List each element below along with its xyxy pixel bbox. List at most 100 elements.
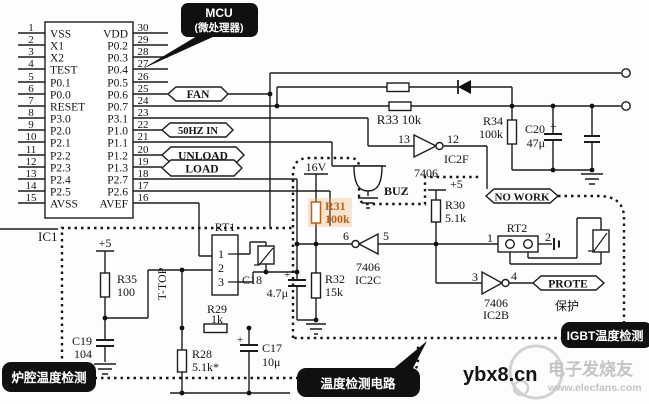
capacitor-c18: + C18 4.7μ <box>242 269 306 300</box>
r29-name: R29 <box>207 302 227 316</box>
c19-name: C19 <box>72 334 92 348</box>
mcu-right-pin-number: 20 <box>138 144 150 156</box>
r32-name: R32 <box>325 272 345 286</box>
terminal-top <box>621 68 631 78</box>
rt1-pin2: 2 <box>218 261 224 275</box>
rt2-pin2: 2 <box>545 230 551 244</box>
mcu-right-pin-number: 25 <box>138 83 150 95</box>
watermark-logo-dot-icon <box>512 379 530 397</box>
c18-plus: + <box>284 269 290 281</box>
c20-name: C20 <box>525 122 545 136</box>
ic2c-pin-out: 6 <box>343 229 349 243</box>
mcu-left-pin-label: X1 <box>50 41 64 53</box>
watermark-url: www.elecfans.com <box>547 382 642 394</box>
watermark-brand: 电子发烧友 <box>548 359 633 379</box>
mcu-left-pin-number: 5 <box>28 71 34 83</box>
r28-value: 5.1k* <box>192 360 219 374</box>
region-label-middle: 温度检测电路 <box>297 341 427 397</box>
ic2b-pin-out: 4 <box>511 269 517 283</box>
rt2-pin1: 1 <box>487 231 493 245</box>
flag-fan: FAN <box>166 86 229 102</box>
c19-value: 104 <box>74 347 92 361</box>
inverter-ic2b: 3 4 7406 IC2B <box>472 269 517 322</box>
mcu-right-pin-label: P3.1 <box>107 114 128 126</box>
r35-name: R35 <box>117 272 137 286</box>
mcu-right-pin-number: 19 <box>138 156 150 168</box>
ic2b-type: 7406 <box>484 296 508 310</box>
flag-no-work: NO WORK <box>484 188 560 204</box>
flag-fan-label: FAN <box>187 89 210 101</box>
capacitor-c17: + C17 10μ <box>237 334 282 369</box>
mcu-right-pin-label: P1.2 <box>107 151 128 163</box>
flag-no-work-label: NO WORK <box>494 192 550 204</box>
mcu-left-pin-number: 14 <box>26 180 38 192</box>
c17-plus: + <box>237 334 243 346</box>
mcu-left-pin-number: 3 <box>28 46 34 58</box>
mcu-left-pin-label: P2.4 <box>50 175 71 187</box>
protect-label: 保护 <box>555 299 579 313</box>
flag-prote: PROTE <box>531 275 606 291</box>
mcu-right-pin-number: 22 <box>138 119 149 131</box>
t-top-label: T-TOP <box>155 267 169 300</box>
mcu-right-pin-label: P0.2 <box>107 41 128 53</box>
mcu-right-pin-label: P2.6 <box>107 187 128 199</box>
ic2f-pin-in: 13 <box>398 132 410 146</box>
region-left-boundary <box>60 226 420 380</box>
r29-value: 1k <box>211 312 223 326</box>
flag-50hz-label: 50HZ IN <box>178 126 218 137</box>
region-middle-text: 温度检测电路 <box>320 376 396 391</box>
mcu-left-pin-label: TEST <box>50 65 77 77</box>
mcu-left-pin-number: 6 <box>28 83 34 95</box>
resistor-r34: R34 100k <box>479 114 518 145</box>
resistor-r30: R30 5.1k <box>430 198 466 225</box>
mcu-right-pin-number: 26 <box>138 71 150 83</box>
mcu-right-pin-label: P0.3 <box>107 53 128 65</box>
c17-value: 10μ <box>262 355 280 369</box>
mcu-left-pin-label: P2.3 <box>50 163 71 175</box>
watermark-site: ybx8.cn <box>463 364 537 386</box>
ic2f-type: 7406 <box>414 166 438 180</box>
p5-left-label: +5 <box>99 236 112 250</box>
region-label-right: IGBT温度检测 <box>561 322 649 348</box>
mcu-left-pin-number: 1 <box>28 22 34 34</box>
r34-name: R34 <box>483 114 503 128</box>
r34-value: 100k <box>479 127 503 141</box>
mcu-left-pin-number: 10 <box>26 131 38 143</box>
mcu-right-pin-number: 27 <box>138 58 150 70</box>
capacitor-c19: C19 104 <box>72 334 114 361</box>
mcu-callout-subtitle: (微处理器) <box>195 21 244 34</box>
supply-5v-left: +5 <box>99 236 112 250</box>
region-label-left: 炉腔温度检测 <box>2 362 96 392</box>
rt1-block: RT1 1 2 3 <box>211 220 239 296</box>
thermistor-rt2 <box>588 229 610 253</box>
mcu-right-pin-label: P0.5 <box>107 78 128 90</box>
mcu-right-pin-number: 21 <box>138 131 149 143</box>
mcu-right-pin-number: 29 <box>138 34 150 46</box>
mcu-right-pin-label: P0.4 <box>107 65 128 77</box>
ic2b-pin-in: 3 <box>472 270 478 284</box>
inverter-ic2f: 13 12 IC2F 7406 <box>398 132 469 180</box>
mcu-right-pin-number: 16 <box>138 192 150 204</box>
terminal-bottom <box>621 101 631 111</box>
mcu-left-pin-number: 15 <box>26 192 38 204</box>
r30-value: 5.1k <box>445 211 466 225</box>
mcu-right-pin-label: AVEF <box>99 199 128 211</box>
capacitor-c20: C20 + 47μ <box>525 119 562 150</box>
thermistor-rt1 <box>254 245 275 266</box>
resistor-r31: R31 100k <box>308 198 352 227</box>
c17-name: C17 <box>262 341 282 355</box>
mcu-right-pin-number: 30 <box>138 22 150 34</box>
mcu-left-pin-number: 9 <box>28 119 34 131</box>
buzzer: BUZ <box>353 165 409 198</box>
mcu-right-pin-label: P1.3 <box>107 163 128 175</box>
c18-name: C18 <box>242 273 262 287</box>
resistor-r29: R29 1k <box>203 302 228 334</box>
r32-value: 15k <box>325 285 343 299</box>
r28-name: R28 <box>192 347 212 361</box>
mcu-right-pin-number: 24 <box>138 95 150 107</box>
ic2c-name: IC2C <box>355 273 381 287</box>
mcu-callout: MCU (微处理器) <box>142 3 258 69</box>
p5-right-label: +5 <box>450 177 463 191</box>
r31-value: 100k <box>325 212 350 226</box>
